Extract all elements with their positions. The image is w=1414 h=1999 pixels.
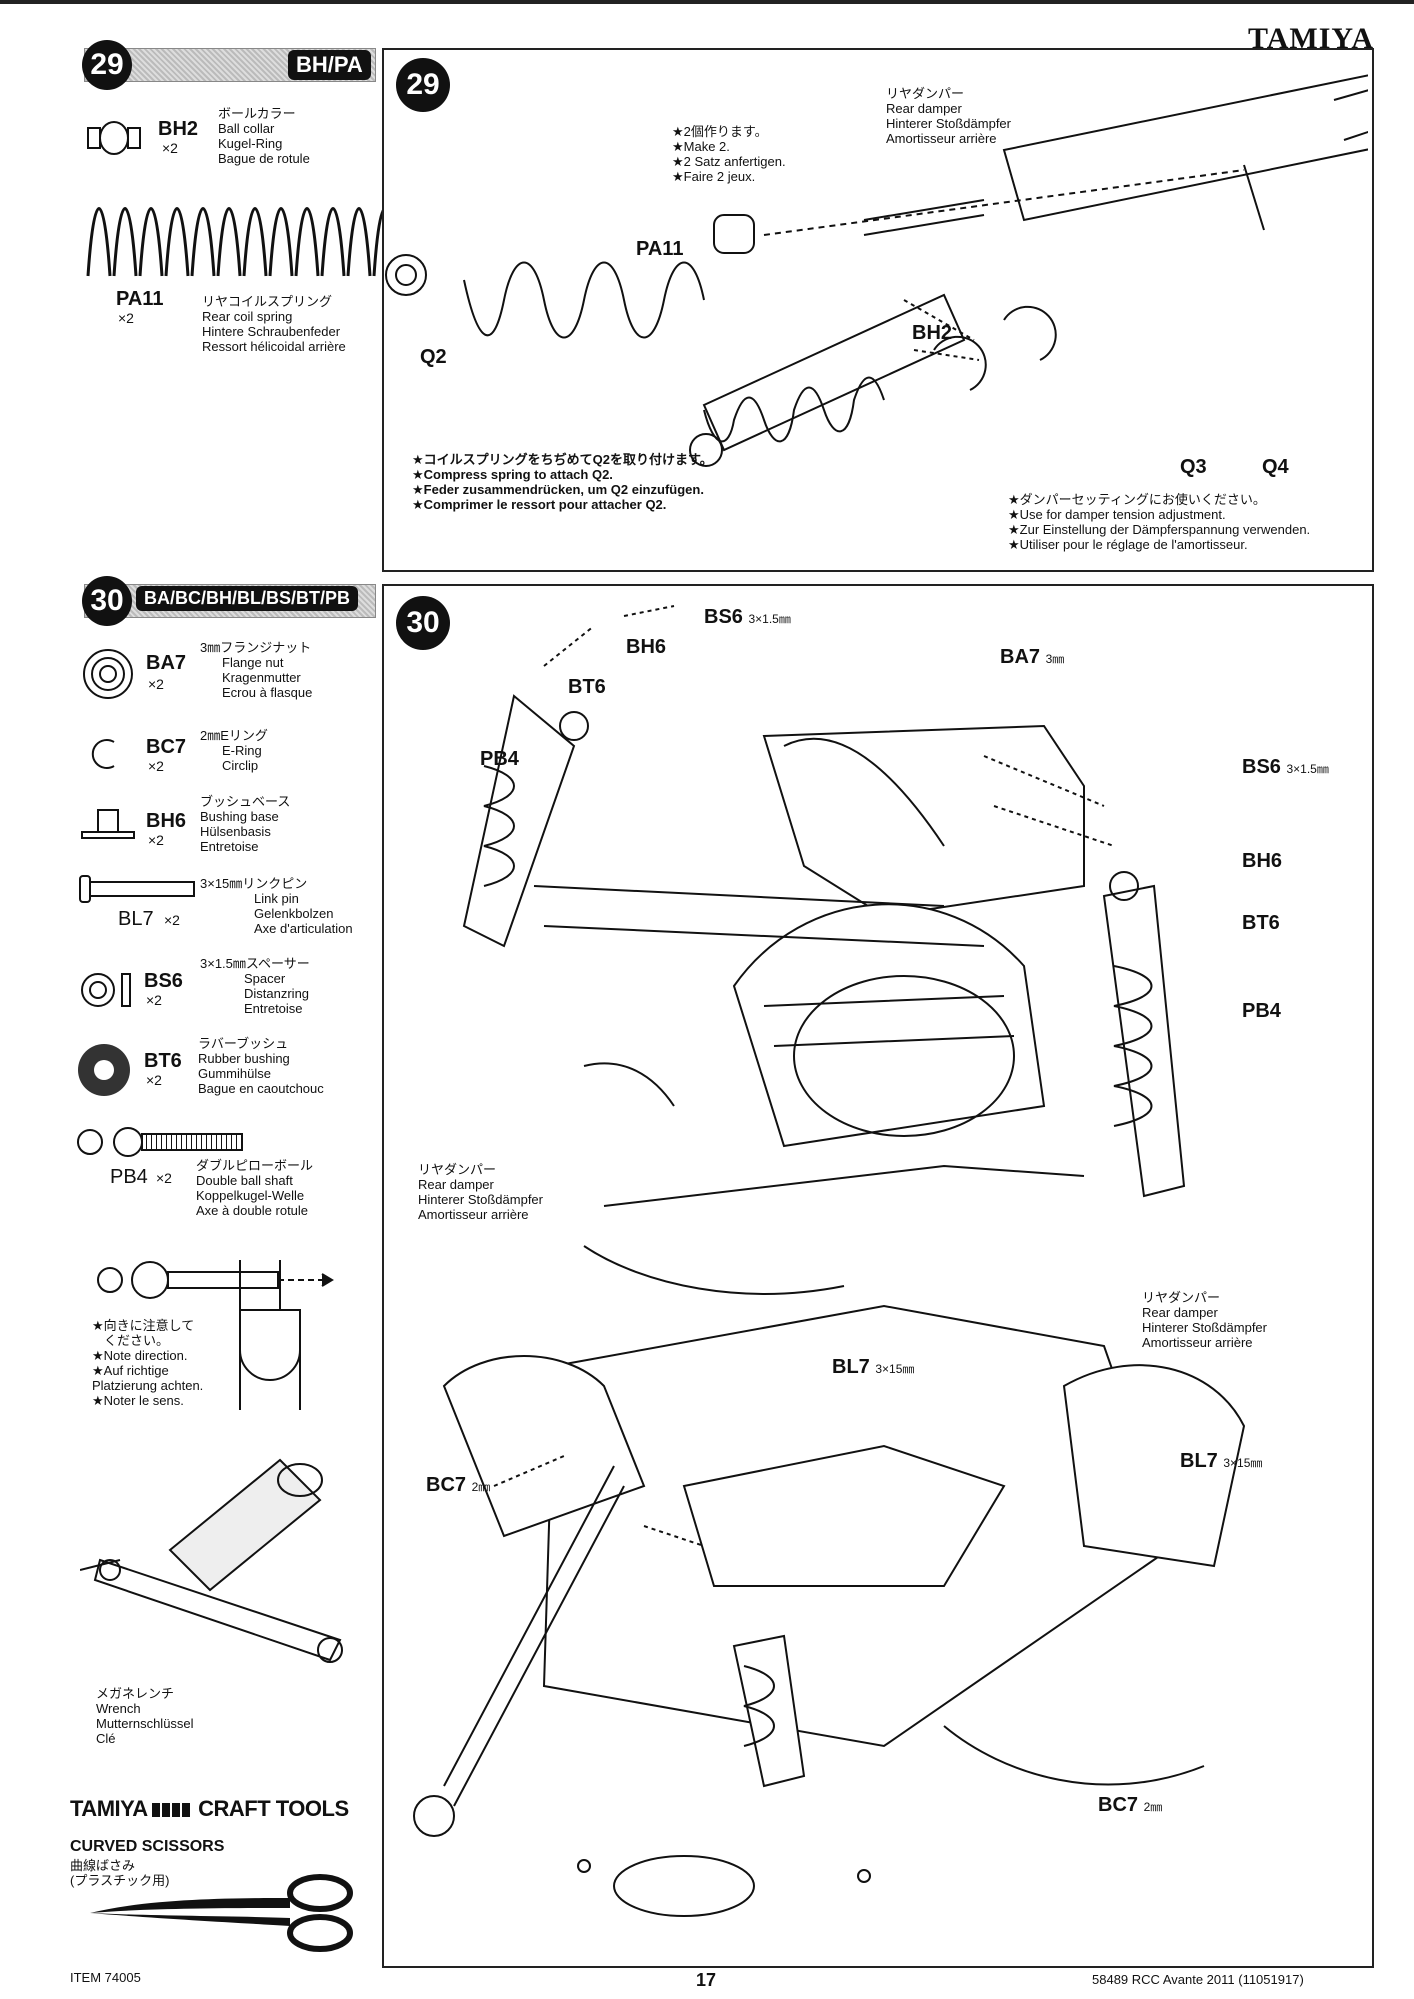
callout-ba7: BA7 3㎜ [1000,646,1065,668]
part-code-bh2: BH2 [158,118,199,140]
flange-nut-icon [83,649,133,699]
callout-q4: Q4 [1262,456,1289,478]
spacer-icon [81,973,131,1007]
part-qty-bt6: ×2 [146,1072,162,1088]
step29-panel-number: 29 [396,58,450,112]
direction-detail-drawing [97,1260,334,1410]
callout-pb4-right: PB4 [1242,1000,1281,1022]
bushing-base-icon [81,809,135,839]
step30-bag-code: BA/BC/BH/BL/BS/BT/PB [136,586,358,611]
craft-tools-product: CURVED SCISSORS [70,1838,225,1855]
callout-bt6-left: BT6 [568,676,606,698]
tamiya-star-icon [152,1803,193,1818]
part-qty-bl7: ×2 [164,912,180,928]
part-qty-bc7: ×2 [148,758,164,774]
part-qty-bh2: ×2 [162,140,178,156]
callout-bh6-right: BH6 [1242,850,1283,872]
part-qty-ba7: ×2 [148,676,164,692]
step29-bag-code: BH/PA [288,50,371,80]
callout-bl7-top: BL7 3×15㎜ [832,1356,915,1378]
part-code-bt6: BT6 [144,1050,182,1072]
step30-number: 30 [82,576,132,626]
callout-pa11: PA11 [636,238,684,260]
part-code-bs6: BS6 [144,970,183,992]
callout-bc7-left: BC7 2㎜ [426,1474,491,1496]
link-pin-icon [79,875,195,903]
part-qty-bs6: ×2 [146,992,162,1008]
craft-tools-heading: TAMIYA CRAFT TOOLS [70,1796,349,1821]
part-qty-pb4: ×2 [156,1170,172,1186]
callout-bs6-right: BS6 3×1.5㎜ [1242,756,1329,778]
callout-bs6-top: BS6 3×1.5㎜ [704,606,791,628]
part-qty-bh6: ×2 [148,832,164,848]
footer-code: 58489 RCC Avante 2011 (11051917) [1092,1972,1304,1987]
part-code-pb4: PB4 [110,1166,148,1188]
step30-panel-number: 30 [396,596,450,650]
part-code-bc7: BC7 [146,736,187,758]
part-code-ba7: BA7 [146,652,187,674]
callout-bc7-right: BC7 2㎜ [1098,1794,1163,1816]
double-ball-shaft-icon [77,1127,243,1157]
callout-bh2: BH2 [912,322,953,344]
step30-drawing [413,605,1246,1917]
callout-bl7-right: BL7 3×15㎜ [1180,1450,1263,1472]
scissors-icon [90,1874,353,1952]
step29-make-note: ★2個作ります。★Make 2.★2 Satz anfertigen.★Fair… [672,124,786,184]
craft-tools-jp: 曲線ばさみ(プラスチック用) [70,1858,170,1888]
part-code-bl7: BL7 [118,908,154,930]
rubber-bushing-icon [78,1044,130,1096]
top-rule [0,0,1414,4]
callout-pb4-left: PB4 [480,748,519,770]
page-number: 17 [696,1970,717,1990]
step29-spring-note: ★コイルスプリングをちぢめてQ2を取り付けます。★Compress spring… [412,452,713,512]
craft-tools-item: ITEM 74005 [70,1970,141,1985]
step29-drawing [385,74,1368,467]
callout-bt6-right: BT6 [1242,912,1280,934]
step29-setting-note: ★ダンパーセッティングにお使いください。★Use for damper tens… [1008,492,1311,552]
part-code-bh6: BH6 [146,810,187,832]
direction-note: ★向きに注意してください。★Note direction.★Auf richti… [92,1318,204,1408]
e-ring-icon [91,739,115,769]
callout-q2: Q2 [420,346,447,368]
callout-q3: Q3 [1180,456,1207,478]
wrench-drawing [80,1458,343,1663]
callout-bh6-left: BH6 [626,636,667,658]
step29-number: 29 [82,40,132,90]
part-code-pa11: PA11 [116,288,164,310]
part-qty-pa11: ×2 [118,310,134,326]
ball-collar-icon [87,121,141,155]
